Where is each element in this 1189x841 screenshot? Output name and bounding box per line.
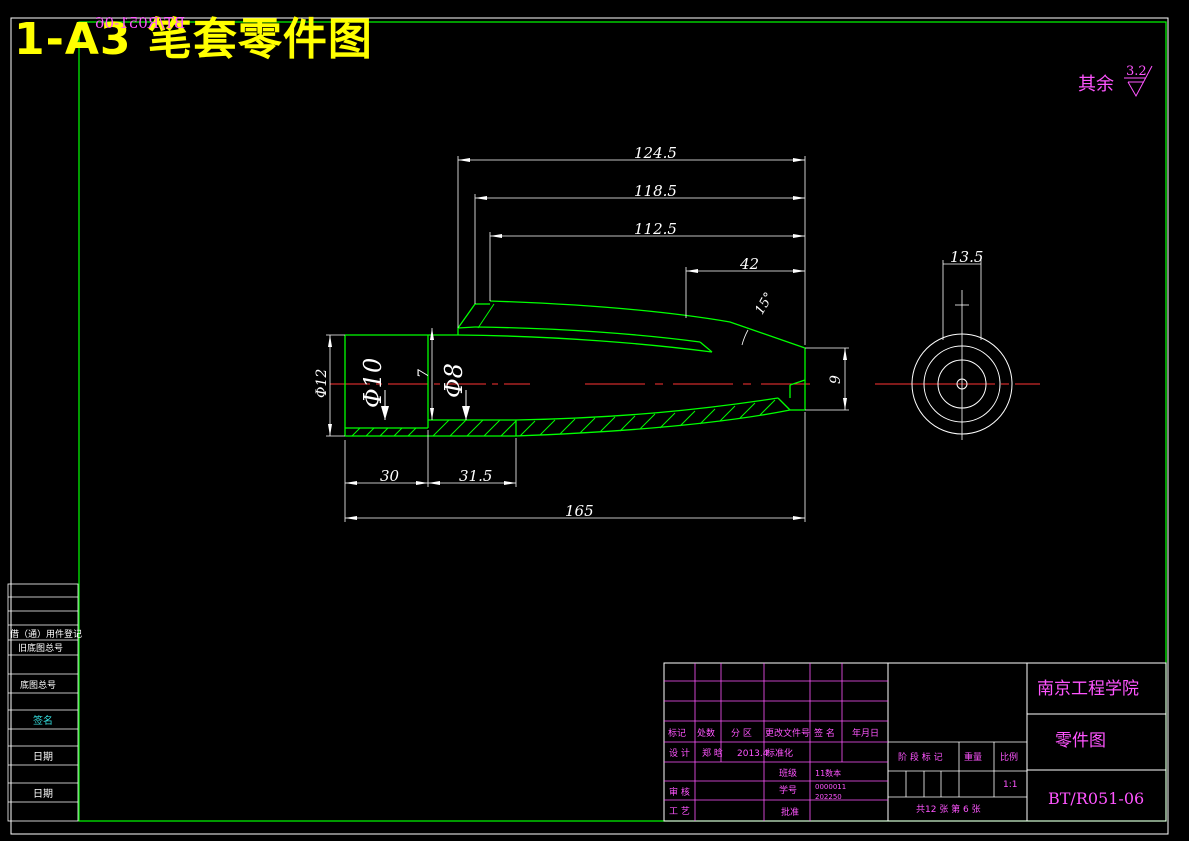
centerline bbox=[330, 290, 1040, 440]
dim-118-5: 118.5 bbox=[634, 182, 677, 200]
side-view bbox=[911, 333, 1013, 435]
design-date: 2013.4 bbox=[737, 749, 769, 759]
sheet-count: 共12 张 第 6 张 bbox=[916, 803, 981, 815]
side-table bbox=[7, 583, 79, 822]
school-name: 南京工程学院 bbox=[1037, 679, 1139, 699]
drawing-name: 零件图 bbox=[1055, 731, 1106, 751]
dim-7: 7 bbox=[416, 369, 432, 378]
roughness-label: 其余 bbox=[1078, 74, 1114, 95]
side-row-2: 旧底图总号 bbox=[18, 642, 63, 654]
hdr-mark: 标记 bbox=[668, 727, 686, 739]
hdr-date: 年月日 bbox=[852, 727, 879, 739]
dim-phi-8: Φ8 bbox=[440, 363, 468, 398]
section-hatching bbox=[351, 303, 776, 437]
drawing-number: BT/R051-06 bbox=[1048, 789, 1144, 808]
hdr-count: 处数 bbox=[697, 727, 715, 739]
weight-label: 重量 bbox=[964, 751, 982, 763]
side-row-6: 日期 bbox=[33, 788, 53, 800]
dim-phi-10: Φ10 bbox=[359, 358, 387, 408]
process-label: 工 艺 bbox=[669, 806, 690, 817]
drawing-frame bbox=[78, 21, 1167, 822]
design-label: 设 计 bbox=[669, 747, 690, 759]
sheet-border bbox=[10, 17, 1169, 835]
class-label: 班级 bbox=[779, 767, 797, 779]
dim-angle: 15° bbox=[753, 290, 778, 317]
id-label: 学号 bbox=[779, 784, 797, 796]
side-row-1: 借（通）用件登记 bbox=[10, 628, 82, 640]
hdr-sign: 签 名 bbox=[814, 727, 835, 739]
id-value-1: 0000011 bbox=[815, 783, 846, 791]
id-value-2: 202250 bbox=[815, 793, 842, 801]
dim-31-5: 31.5 bbox=[459, 467, 492, 485]
side-row-3: 底图总号 bbox=[20, 679, 56, 691]
drawing-banner-title: 1-A3 笔套零件图 bbox=[14, 14, 373, 65]
dim-phi-12: Φ12 bbox=[314, 369, 330, 398]
dimension-arrows bbox=[328, 158, 847, 520]
hdr-file: 更改文件号 bbox=[765, 727, 810, 739]
part-outline bbox=[344, 300, 806, 437]
title-block bbox=[663, 662, 1167, 822]
approve-label: 批准 bbox=[781, 806, 799, 818]
mirrored-code: BT/R051-06 bbox=[95, 14, 186, 32]
stage-label: 阶 段 标 记 bbox=[898, 751, 943, 763]
scale-label: 比例 bbox=[1000, 751, 1018, 763]
review-label: 审 核 bbox=[669, 786, 690, 798]
dim-112-5: 112.5 bbox=[634, 220, 677, 238]
dim-30: 30 bbox=[380, 467, 400, 485]
dim-13-5: 13.5 bbox=[950, 248, 983, 266]
dim-42: 42 bbox=[739, 255, 759, 273]
side-row-4: 签名 bbox=[33, 714, 53, 727]
scale-value: 1:1 bbox=[1003, 780, 1017, 790]
hdr-zone: 分 区 bbox=[731, 728, 752, 739]
standard-label: 标准化 bbox=[766, 747, 793, 759]
dim-165: 165 bbox=[565, 502, 594, 520]
roughness-symbol bbox=[1124, 65, 1153, 98]
dim-9: 9 bbox=[828, 375, 844, 384]
side-row-5: 日期 bbox=[33, 751, 53, 763]
roughness-value: 3.2 bbox=[1126, 64, 1147, 79]
dimension-lines bbox=[326, 156, 982, 522]
dim-124-5: 124.5 bbox=[634, 144, 677, 162]
class-value: 11数本 bbox=[815, 768, 841, 778]
designer: 郑 晗 bbox=[702, 747, 723, 759]
